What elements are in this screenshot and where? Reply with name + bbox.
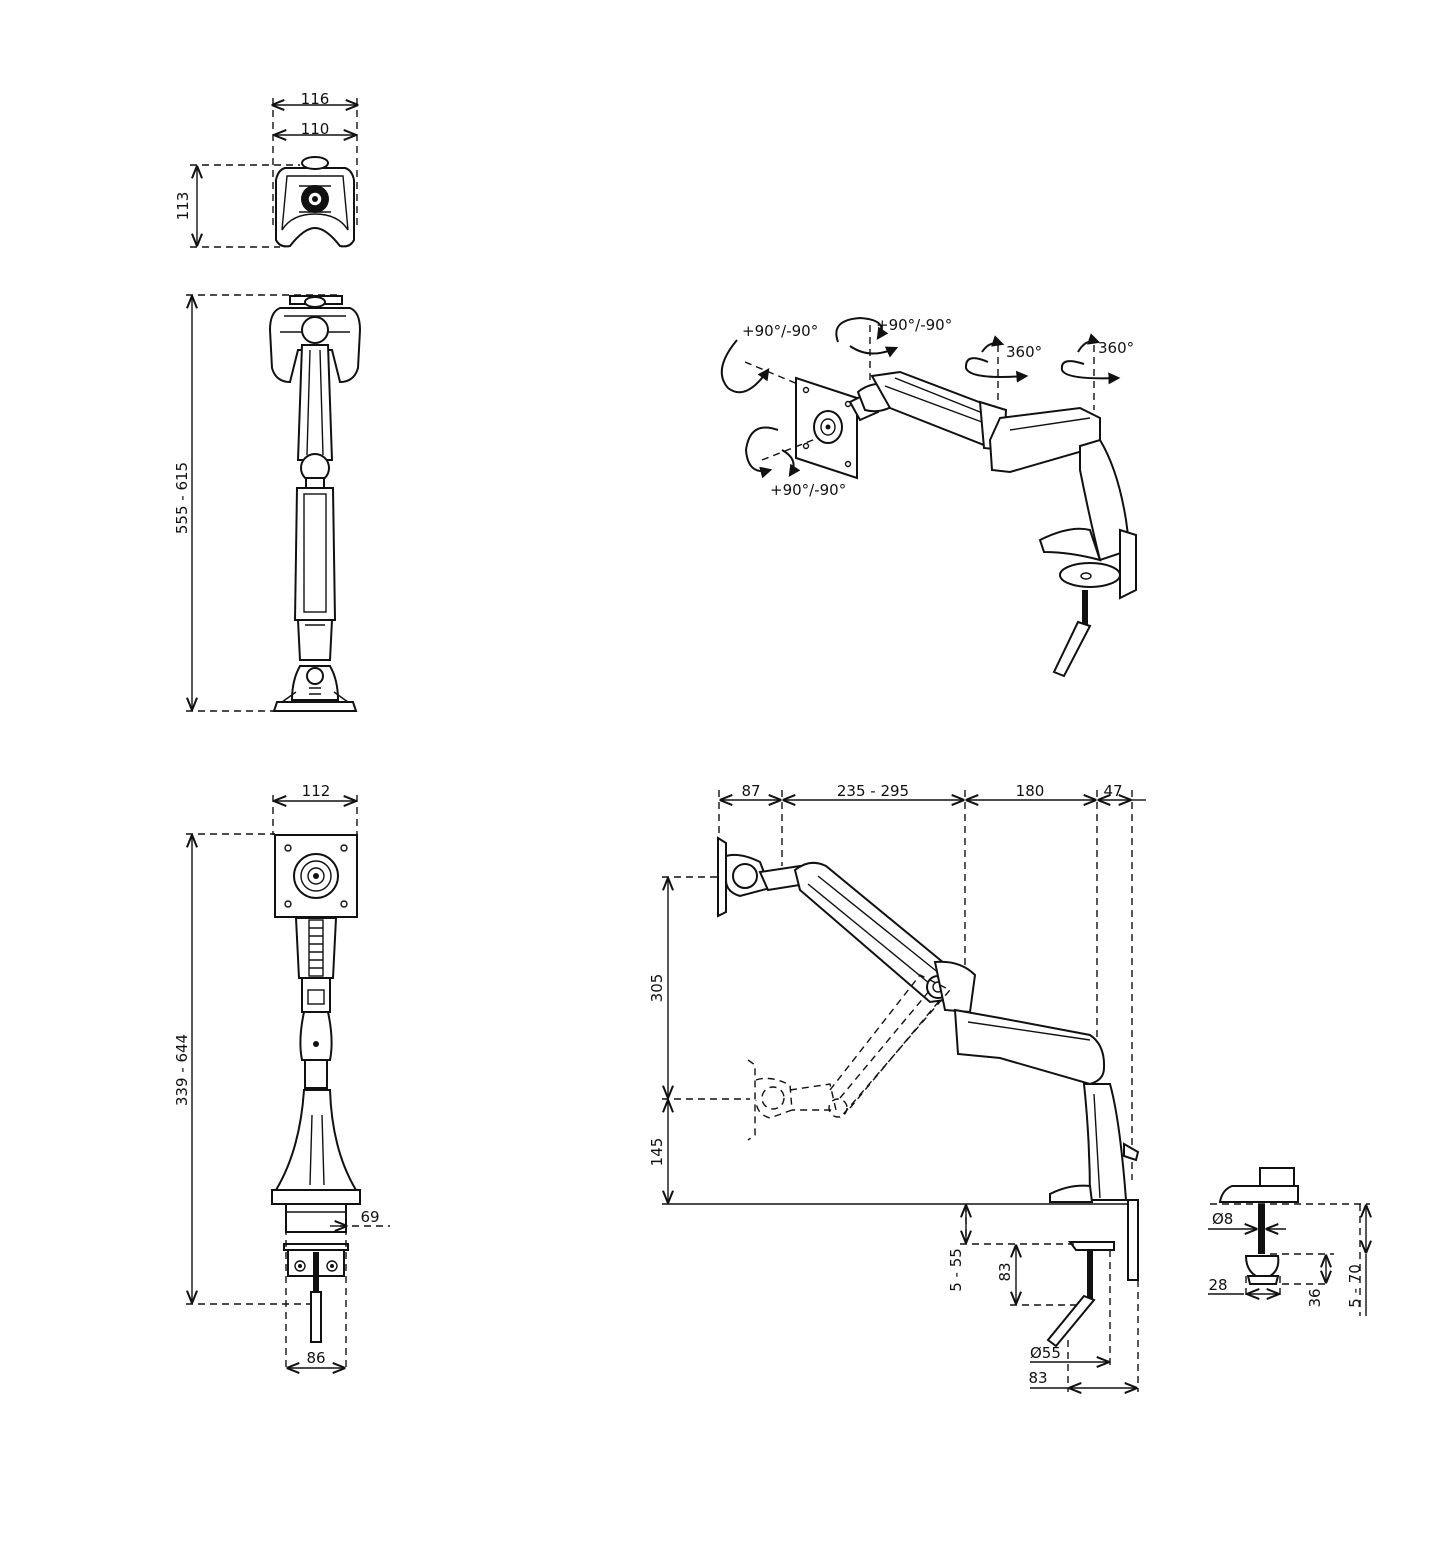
side-reach-plate-label: 87 (741, 782, 760, 800)
rotation-view: +90°/-90° +90°/-90° +90°/-90° 360° 360° (720, 316, 1137, 678)
rotation-head-swivel-label: +90°/-90° (876, 316, 952, 334)
side-raised-arm-shape (717, 836, 1140, 1348)
side-clamp-diameter-label: Ø55 (1030, 1344, 1061, 1362)
front-view: 555 - 615 (173, 294, 362, 712)
grommet-view: Ø8 28 36 5 - 70 (1208, 1167, 1370, 1316)
grommet-nut-height-label: 36 (1306, 1288, 1324, 1307)
front-height-label: 555 - 615 (173, 462, 191, 534)
side-reach-arm-label: 235 - 295 (837, 782, 909, 800)
grommet-desk-thickness-label: 5 - 70 (1346, 1264, 1364, 1308)
rotation-base-joint-label: 360° (1098, 339, 1134, 357)
side-reach-base-label: 180 (1016, 782, 1045, 800)
top-width-outer-label: 116 (301, 90, 330, 108)
rotation-arrow-icon (720, 316, 1121, 479)
rear-view: 112 339 - 644 (173, 782, 390, 1370)
side-view: 87 235 - 295 180 47 305 145 (648, 782, 1146, 1392)
top-depth-label: 113 (174, 192, 192, 221)
rotation-plate-shape (795, 376, 858, 480)
rear-view-arm-shape (271, 834, 361, 1343)
side-lowered-arm-shape (747, 974, 952, 1141)
side-reach-clamp-label: 47 (1103, 782, 1122, 800)
grommet-mount-shape (1218, 1167, 1299, 1285)
rotation-plate-rotate-label: +90°/-90° (770, 481, 846, 499)
side-clamp-depth-label: 83 (996, 1262, 1014, 1281)
side-height-down-label: 145 (648, 1138, 666, 1167)
rear-clamp-offset-label: 69 (360, 1208, 379, 1226)
top-width-inner-label: 110 (301, 120, 330, 138)
grommet-nut-width-label: 28 (1208, 1276, 1227, 1294)
rotation-arm-joint-label: 360° (1006, 343, 1042, 361)
side-clamp-offset-label: 83 (1028, 1369, 1047, 1387)
rear-height-label: 339 - 644 (173, 1034, 191, 1106)
top-view-base-shape (275, 156, 355, 248)
top-view: 116 110 113 (174, 90, 357, 248)
grommet-bolt-diameter-label: Ø8 (1212, 1210, 1233, 1228)
front-view-arm-shape (268, 295, 362, 712)
side-desk-thickness-label: 5 - 55 (947, 1248, 965, 1292)
rear-clamp-width-label: 86 (306, 1349, 325, 1367)
rear-plate-width-label: 112 (302, 782, 331, 800)
rotation-head-tilt-label: +90°/-90° (742, 322, 818, 340)
side-height-up-label: 305 (648, 974, 666, 1003)
rotation-arm-shape (848, 370, 1137, 678)
